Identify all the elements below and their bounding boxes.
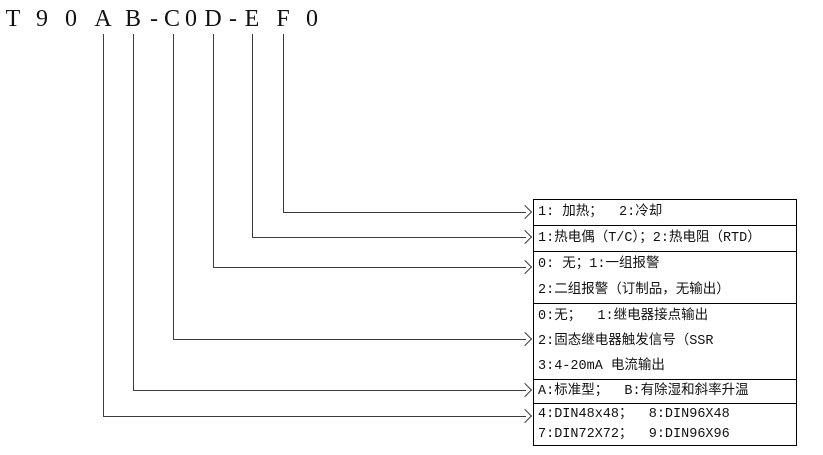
model-code-char-b: B	[124, 6, 142, 32]
connector-a-vline	[103, 34, 104, 416]
legend-row: 1:热电偶（T/C）；2:热电阻（RTD）	[538, 230, 761, 246]
arrowhead-icon	[517, 331, 533, 347]
model-code-char-0c: 0	[306, 6, 318, 32]
arrowhead-icon	[517, 259, 533, 275]
legend-row: 0: 无；1:一组报警	[538, 257, 660, 272]
connector-e-vline	[252, 34, 253, 237]
legend-box-alarm-group: 0: 无；1:一组报警 2:二组报警（订制品，无输出）	[533, 251, 797, 304]
model-code-hyphen-2: -	[229, 6, 237, 32]
model-code-char-d: D	[204, 6, 222, 32]
connector-d-hline	[213, 267, 526, 268]
connector-d-vline	[213, 34, 214, 267]
legend-row: 4:DIN48x48； 8:DIN96X48	[538, 406, 730, 422]
legend-box-input-type: 1:热电偶（T/C）；2:热电阻（RTD）	[533, 225, 797, 252]
legend-row: 7:DIN72X72； 9:DIN96X96	[538, 427, 730, 442]
legend-row: 3:4-20mA 电流输出	[538, 358, 665, 374]
legend-box-panel-size: 4:DIN48x48； 8:DIN96X48 7:DIN72X72； 9:DIN…	[533, 403, 797, 446]
legend-row: 2:二组报警（订制品，无输出）	[538, 282, 730, 298]
arrowhead-icon	[517, 408, 533, 424]
arrowhead-icon	[517, 229, 533, 245]
arrowhead-icon	[517, 382, 533, 398]
connector-c-hline	[173, 339, 526, 340]
arrowhead-icon	[517, 204, 533, 220]
connector-b-hline	[133, 390, 526, 391]
model-code-char-c: C	[163, 6, 181, 32]
legend-box-model-type: A:标准型； B:有除湿和斜率升温	[533, 379, 797, 404]
connector-a-hline	[103, 416, 526, 417]
legend-row: 1: 加热； 2:冷却	[538, 204, 663, 220]
model-code-char-t: T	[5, 6, 21, 32]
model-code-char-a: A	[94, 6, 112, 32]
legend-box-output-type: 0:无； 1:继电器接点输出 2:固态继电器触发信号（SSR 3:4-20mA …	[533, 303, 797, 380]
model-code-char-e: E	[244, 6, 260, 32]
connector-f-hline	[283, 212, 526, 213]
connector-c-vline	[173, 34, 174, 339]
legend-box-control-mode: 1: 加热； 2:冷却	[533, 199, 797, 226]
model-code-hyphen-1: -	[150, 6, 158, 32]
connector-f-vline	[283, 34, 284, 212]
legend-row: 0:无； 1:继电器接点输出	[538, 308, 709, 324]
legend-row: 2:固态继电器触发信号（SSR	[538, 333, 714, 349]
model-code-char-0b: 0	[185, 6, 197, 32]
model-code-char-9: 9	[36, 6, 48, 32]
connector-e-hline	[252, 237, 526, 238]
connector-b-vline	[133, 34, 134, 390]
model-code-char-f: F	[276, 6, 290, 32]
legend-row: A:标准型； B:有除湿和斜率升温	[538, 383, 749, 399]
model-code-char-0a: 0	[65, 6, 77, 32]
legend-boxes: 1: 加热； 2:冷却 1:热电偶（T/C）；2:热电阻（RTD） 0: 无；1…	[533, 199, 797, 446]
